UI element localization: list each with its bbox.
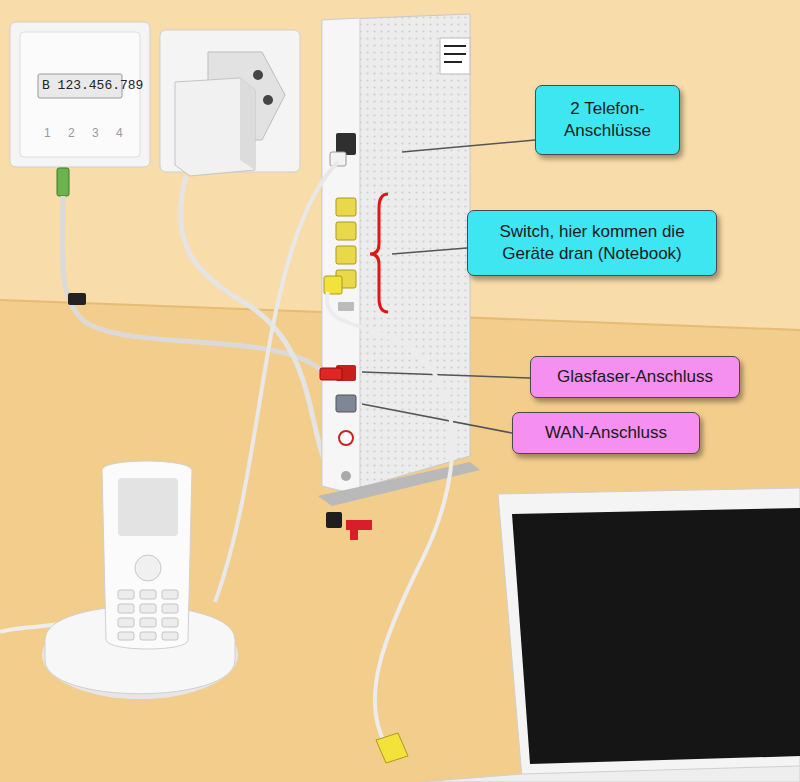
fiber-wall-plate	[10, 22, 150, 167]
plate-inner	[20, 32, 140, 157]
lan-port	[336, 222, 356, 240]
lan-port	[336, 246, 356, 264]
phone-handset	[102, 461, 192, 649]
callout-text: Glasfaser-Anschluss	[557, 366, 713, 388]
lan-plug	[324, 276, 342, 294]
callout-box: Glasfaser-Anschluss	[530, 356, 740, 398]
power-button	[339, 431, 353, 445]
callout-box: WAN-Anschluss	[512, 412, 700, 454]
wan-port	[336, 395, 356, 412]
phone-screen	[118, 478, 178, 536]
fiber-connector	[57, 168, 69, 196]
router-port-panel	[322, 18, 360, 492]
callout-box: 2 Telefon-Anschlüsse	[535, 85, 680, 155]
phone-keypad	[118, 590, 178, 640]
socket-hole	[263, 95, 273, 105]
lan-plug	[376, 733, 408, 763]
lan-cable	[327, 292, 452, 745]
usb-port	[338, 302, 354, 311]
dust-cap	[68, 293, 86, 305]
phone-navkey	[135, 555, 161, 581]
adapter-side	[240, 78, 255, 170]
sticker-lines	[444, 46, 466, 62]
fiber-cap	[346, 520, 372, 540]
leader-line	[402, 140, 535, 152]
port-number: 1	[44, 126, 51, 140]
power-adapter	[175, 78, 255, 176]
phone-base	[45, 606, 235, 694]
callout-box: Switch, hier kommen die Geräte dran (Not…	[467, 210, 717, 276]
port-number: 3	[92, 126, 99, 140]
lan-port	[336, 198, 356, 216]
callout-text: Switch, hier kommen die Geräte dran (Not…	[480, 221, 704, 265]
laptop-base	[420, 766, 800, 782]
router-sticker	[440, 38, 470, 74]
leader-line	[362, 372, 530, 378]
callout-text: 2 Telefon-Anschlüsse	[548, 98, 667, 142]
power-jack	[341, 471, 351, 481]
leader-line	[362, 404, 512, 433]
laptop-screen	[512, 508, 800, 764]
leader-line	[392, 248, 467, 254]
fiber-cable	[62, 196, 324, 374]
router-stand	[318, 462, 480, 506]
dust-cap	[326, 512, 342, 528]
power-cable	[181, 176, 345, 490]
fiber-plug	[320, 368, 342, 380]
laptop-lid	[498, 488, 800, 778]
switch-bracket	[370, 194, 388, 312]
phone-cable	[215, 162, 338, 602]
port-number: 4	[116, 126, 123, 140]
callout-text: WAN-Anschluss	[545, 422, 667, 444]
socket-hole	[253, 70, 263, 80]
line-id-label: B 123.456.789	[42, 78, 143, 93]
port-number: 2	[68, 126, 75, 140]
